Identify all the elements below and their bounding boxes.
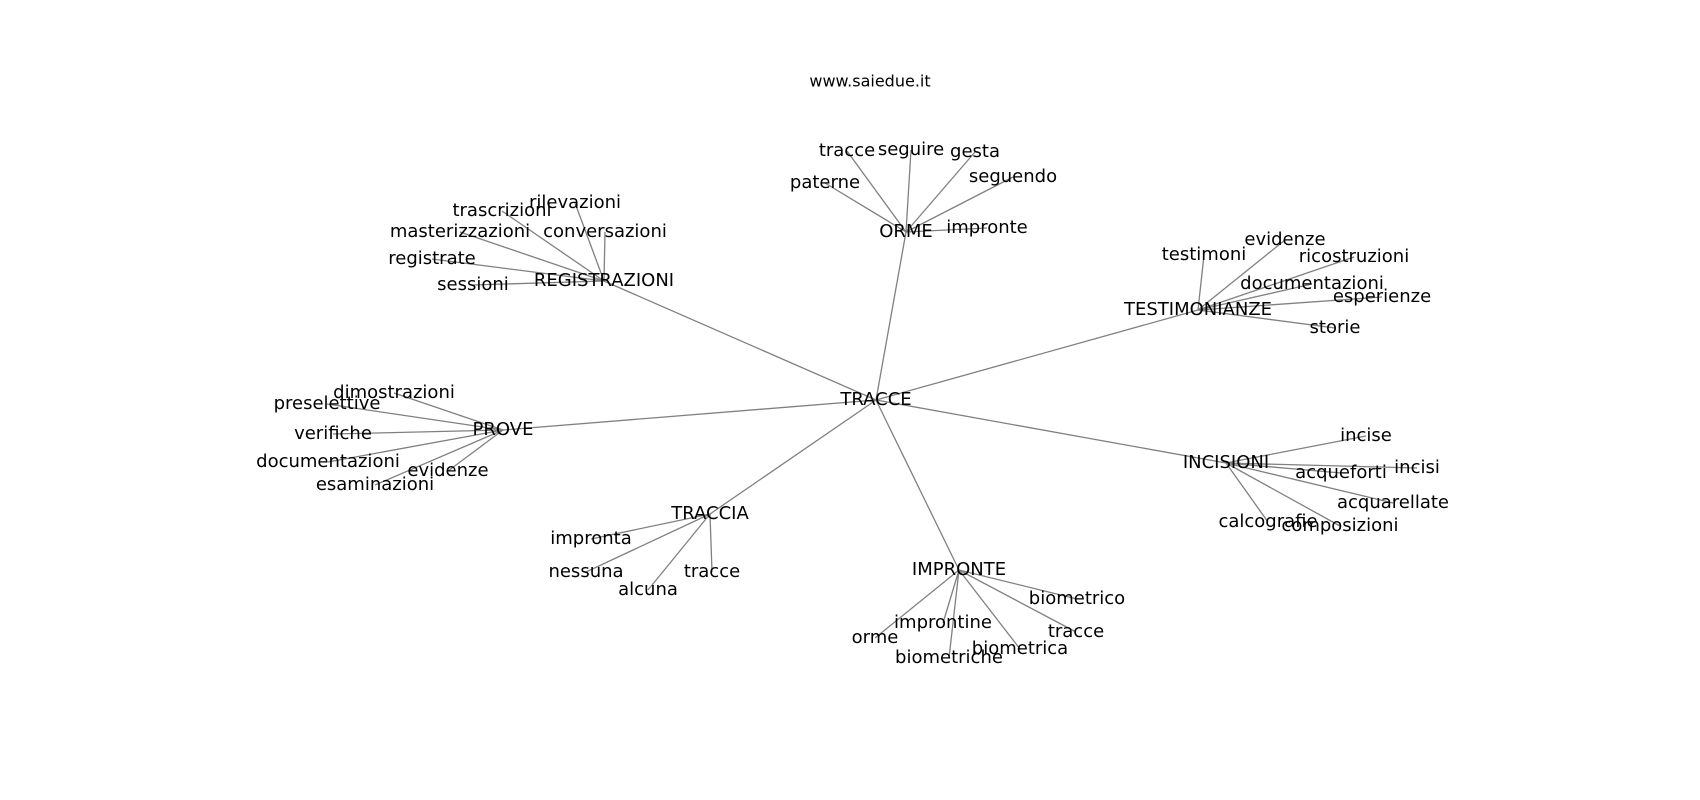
branch-node-orme: ORME — [879, 221, 933, 242]
edge-orme-leaf — [905, 149, 912, 233]
leaf-node-registrazioni: registrate — [388, 248, 476, 269]
leaf-node-orme: tracce — [819, 140, 875, 161]
leaf-node-traccia: impronta — [550, 528, 631, 549]
edge-testimonianze-leaf — [1197, 296, 1383, 311]
leaf-node-incisioni: incisi — [1394, 457, 1440, 478]
leaf-node-impronte: improntine — [894, 612, 992, 633]
leaf-node-traccia: tracce — [684, 561, 740, 582]
edge-registrazioni-leaf — [472, 280, 605, 286]
edge-incisioni-leaf — [1225, 462, 1418, 469]
leaf-node-testimonianze: storie — [1310, 317, 1361, 338]
leaf-node-prove: verifiche — [294, 423, 372, 444]
leaf-node-orme: seguire — [878, 139, 944, 160]
leaf-node-prove: documentazioni — [256, 451, 400, 472]
edge-impronte-leaf — [958, 569, 1021, 650]
leaf-node-orme: paterne — [790, 172, 860, 193]
edge-impronte-leaf — [942, 569, 960, 624]
leaf-node-impronte: tracce — [1048, 621, 1104, 642]
edge-testimonianze-leaf — [1197, 239, 1286, 311]
edge-prove-leaf — [374, 429, 504, 486]
edge-prove-leaf — [393, 392, 504, 431]
leaf-node-orme: impronte — [946, 217, 1028, 238]
leaf-node-prove: preselettive — [274, 393, 381, 414]
edge-traccia-leaf — [647, 513, 711, 591]
edge-center-testimonianze — [875, 309, 1199, 401]
leaf-node-traccia: alcuna — [618, 579, 678, 600]
edge-registrazioni-leaf — [574, 202, 605, 282]
edge-orme-leaf — [905, 176, 1014, 233]
leaf-node-incisioni: composizioni — [1281, 515, 1398, 536]
leaf-node-incisioni: incise — [1340, 425, 1392, 446]
edge-incisioni-leaf — [1225, 462, 1269, 523]
leaf-node-testimonianze: ricostruzioni — [1299, 246, 1409, 267]
branch-node-testimonianze: TESTIMONIANZE — [1123, 299, 1272, 320]
branch-node-incisioni: INCISIONI — [1183, 452, 1269, 473]
leaf-node-impronte: biometrico — [1029, 588, 1125, 609]
edge-prove-leaf — [332, 429, 504, 435]
edge-traccia-leaf — [585, 513, 711, 573]
leaf-node-prove: evidenze — [407, 460, 488, 481]
leaf-node-orme: gesta — [950, 141, 1000, 162]
edge-incisioni-leaf — [1225, 462, 1341, 527]
leaf-node-incisioni: calcografie — [1218, 511, 1317, 532]
edge-impronte-leaf — [874, 569, 960, 639]
leaf-node-registrazioni: sessioni — [437, 274, 509, 295]
edge-traccia-leaf — [590, 513, 711, 540]
edge-prove-leaf — [327, 429, 504, 463]
edge-center-prove — [502, 399, 877, 431]
edge-impronte-leaf — [958, 569, 1078, 600]
edge-impronte-leaf — [948, 569, 960, 659]
site-url: www.saiedue.it — [809, 72, 930, 91]
leaf-node-testimonianze: esperienze — [1333, 286, 1431, 307]
edge-center-incisioni — [875, 399, 1227, 464]
leaf-node-orme: seguendo — [969, 166, 1057, 187]
edge-registrazioni-leaf — [431, 258, 605, 282]
edge-testimonianze-leaf — [1197, 254, 1205, 311]
edge-orme-leaf — [905, 151, 976, 233]
leaf-node-impronte: orme — [852, 627, 899, 648]
edges — [326, 149, 1418, 659]
leaf-node-registrazioni: trascrizioni — [452, 200, 551, 221]
leaf-node-prove: esaminazioni — [316, 474, 434, 495]
edge-registrazioni-leaf — [501, 210, 605, 282]
leaf-node-incisioni: acquarellate — [1337, 492, 1449, 513]
edge-incisioni-leaf — [1225, 435, 1367, 464]
edge-testimonianze-leaf — [1197, 309, 1336, 329]
edge-center-traccia — [709, 399, 877, 515]
edge-incisioni-leaf — [1225, 462, 1342, 474]
edge-center-registrazioni — [603, 280, 877, 401]
leaf-node-registrazioni: masterizzazioni — [390, 221, 530, 242]
branch-node-prove: PROVE — [473, 419, 534, 440]
leaf-node-testimonianze: evidenze — [1244, 229, 1325, 250]
edge-registrazioni-leaf — [459, 231, 605, 282]
branch-node-registrazioni: REGISTRAZIONI — [534, 270, 674, 291]
leaf-node-testimonianze: documentazioni — [1240, 273, 1384, 294]
edge-center-orme — [875, 231, 907, 401]
leaf-node-prove: dimostrazioni — [333, 382, 455, 403]
edge-testimonianze-leaf — [1197, 256, 1355, 311]
edge-incisioni-leaf — [1225, 462, 1394, 504]
leaf-node-registrazioni: rilevazioni — [529, 192, 621, 213]
leaf-node-impronte: biometrica — [972, 638, 1068, 659]
edge-orme-leaf — [824, 182, 907, 233]
leaf-node-testimonianze: testimoni — [1162, 244, 1247, 265]
edge-prove-leaf — [447, 429, 504, 472]
edge-traccia-leaf — [709, 513, 713, 573]
leaf-node-incisioni: acqueforti — [1295, 462, 1387, 483]
leaf-node-registrazioni: conversazioni — [543, 221, 667, 242]
edge-registrazioni-leaf — [603, 231, 606, 282]
edge-testimonianze-leaf — [1197, 283, 1313, 311]
edge-center-impronte — [875, 399, 960, 571]
center-node: TRACCE — [839, 389, 911, 410]
edge-impronte-leaf — [958, 569, 1077, 633]
edge-orme-leaf — [905, 227, 988, 233]
leaf-node-traccia: nessuna — [548, 561, 623, 582]
edge-prove-leaf — [326, 403, 504, 431]
branch-node-traccia: TRACCIA — [670, 503, 749, 524]
leaf-node-impronte: biometriche — [895, 647, 1003, 668]
branch-node-impronte: IMPRONTE — [912, 559, 1006, 580]
edge-orme-leaf — [846, 150, 907, 233]
